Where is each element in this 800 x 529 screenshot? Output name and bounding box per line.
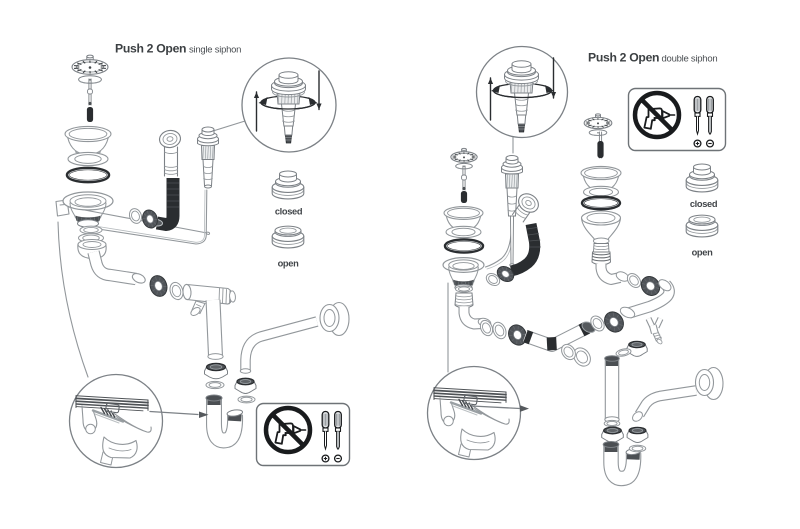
svg-text:double siphon: double siphon: [662, 54, 718, 65]
svg-text:Push 2 Open: Push 2 Open: [588, 51, 659, 65]
svg-text:closed: closed: [275, 207, 303, 217]
svg-text:open: open: [278, 259, 299, 269]
svg-text:open: open: [692, 248, 713, 258]
svg-text:Push 2 Open: Push 2 Open: [115, 42, 186, 56]
svg-text:single siphon: single siphon: [189, 45, 241, 56]
svg-text:closed: closed: [690, 199, 718, 209]
